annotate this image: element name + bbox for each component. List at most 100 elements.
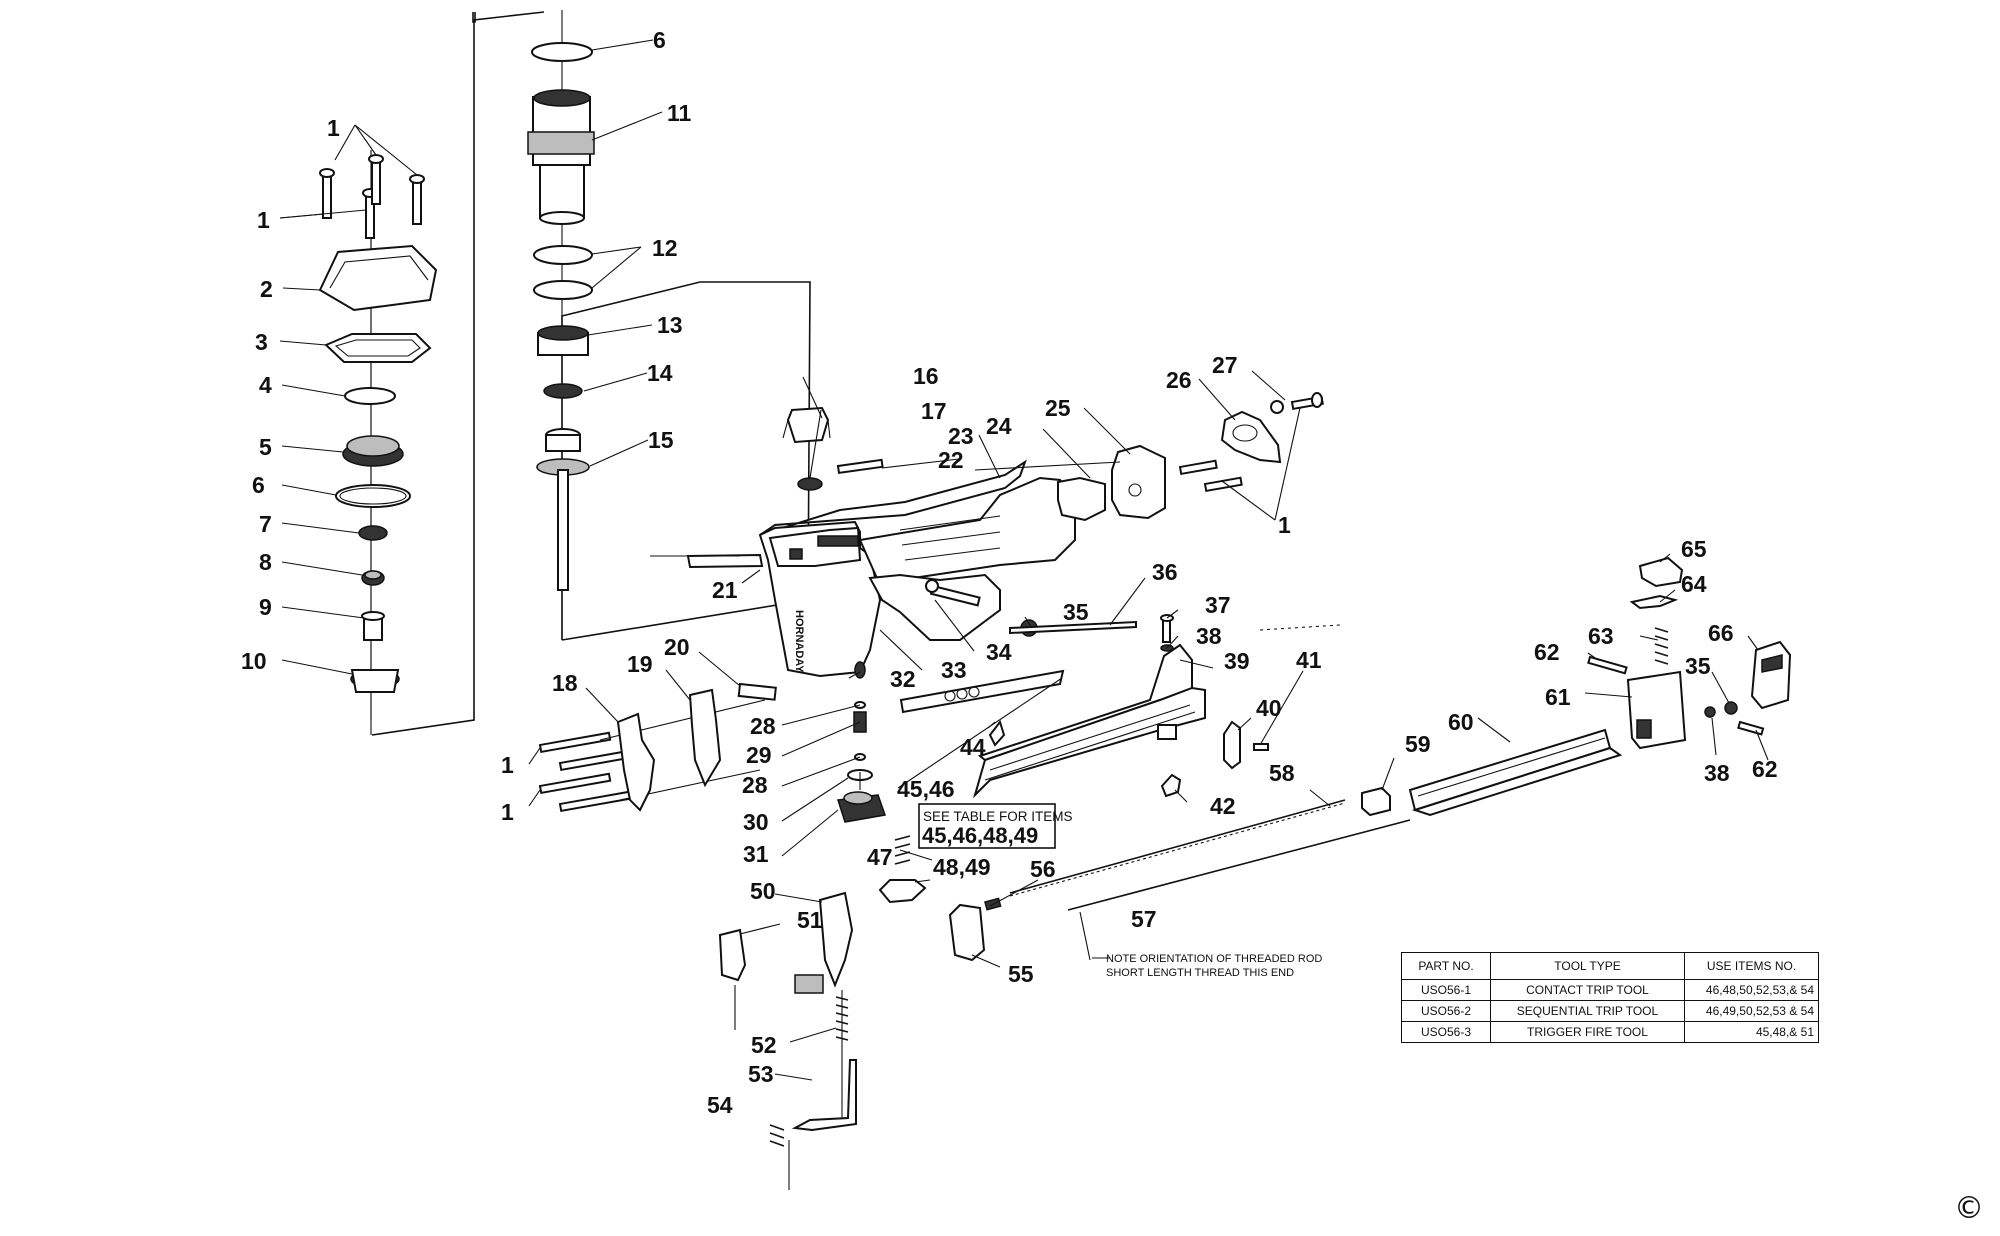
table-cell: SEQUENTIAL TRIP TOOL — [1490, 1000, 1685, 1022]
table-header-use-items: USE ITEMS NO. — [1684, 952, 1819, 980]
trigger-assembly-parts — [538, 661, 927, 1190]
callout-20: 20 — [664, 634, 690, 660]
callout-38: 38 — [1196, 623, 1222, 649]
table-cell: USO56-3 — [1401, 1021, 1491, 1043]
callout-19: 19 — [627, 651, 653, 677]
callout-61: 61 — [1545, 684, 1571, 710]
callout-64: 64 — [1681, 571, 1707, 597]
callout-14: 14 — [647, 360, 673, 386]
callout-12: 12 — [652, 235, 678, 261]
callout-47: 47 — [867, 844, 893, 870]
callout-33: 33 — [941, 657, 967, 683]
callout-1: 1 — [327, 115, 340, 141]
callout-62: 62 — [1534, 639, 1560, 665]
callout-25: 25 — [1045, 395, 1071, 421]
callout-28: 28 — [750, 713, 776, 739]
callout-62: 62 — [1752, 756, 1778, 782]
callout-4: 4 — [259, 372, 272, 398]
table-cell: 45,48,& 51 — [1684, 1021, 1819, 1043]
callout-26: 26 — [1166, 367, 1192, 393]
callout-35: 35 — [1685, 653, 1711, 679]
callout-6: 6 — [653, 27, 666, 53]
callout-1: 1 — [501, 799, 514, 825]
callout-30: 30 — [743, 809, 769, 835]
callout-34: 34 — [986, 639, 1012, 665]
callout-31: 31 — [743, 841, 769, 867]
callout-2: 2 — [260, 276, 273, 302]
callout-56: 56 — [1030, 856, 1056, 882]
callout-3: 3 — [255, 329, 268, 355]
table-header-tool-type: TOOL TYPE — [1490, 952, 1685, 980]
copyright-icon: © — [1954, 1191, 1984, 1226]
callout-27: 27 — [1212, 352, 1238, 378]
callout-36: 36 — [1152, 559, 1178, 585]
callout-1: 1 — [501, 752, 514, 778]
callout-57: 57 — [1131, 906, 1157, 932]
callout-42: 42 — [1210, 793, 1236, 819]
callout-9: 9 — [259, 594, 272, 620]
callout-5: 5 — [259, 434, 272, 460]
table-cell: 46,48,50,52,53,& 54 — [1684, 979, 1819, 1001]
callout-55: 55 — [1008, 961, 1034, 987]
table-header-part-no: PART NO. — [1401, 952, 1491, 980]
callout-10: 10 — [241, 648, 267, 674]
see-table-items: 45,46,48,49 — [922, 823, 1038, 848]
callout-21: 21 — [712, 577, 738, 603]
table-cell: CONTACT TRIP TOOL — [1490, 979, 1685, 1001]
table-cell: 46,49,50,52,53 & 54 — [1684, 1000, 1819, 1022]
callout-1: 1 — [257, 207, 270, 233]
screw-parts — [319, 154, 425, 239]
callout-15: 15 — [648, 427, 674, 453]
callout-58: 58 — [1269, 760, 1295, 786]
callout-66: 66 — [1708, 620, 1734, 646]
callout-32: 32 — [890, 666, 916, 692]
threaded-rod-note: NOTE ORIENTATION OF THREADED ROD SHORT L… — [1106, 953, 1322, 979]
callout-17: 17 — [921, 398, 947, 424]
table-header-row: PART NO. TOOL TYPE USE ITEMS NO. — [1401, 952, 1819, 980]
callout-54: 54 — [707, 1092, 733, 1118]
callout-29: 29 — [746, 742, 772, 768]
table-row: USO56-3 TRIGGER FIRE TOOL 45,48,& 51 — [1401, 1021, 1819, 1043]
callout-65: 65 — [1681, 536, 1707, 562]
callout-13: 13 — [657, 312, 683, 338]
callout-38: 38 — [1704, 760, 1730, 786]
table-cell: USO56-2 — [1401, 1000, 1491, 1022]
callout-50: 50 — [750, 878, 776, 904]
see-table-label: SEE TABLE FOR ITEMS — [923, 809, 1073, 824]
cap-part — [318, 244, 438, 312]
callout-8: 8 — [259, 549, 272, 575]
note-line-2: SHORT LENGTH THREAD THIS END — [1106, 967, 1294, 979]
table-cell: USO56-1 — [1401, 979, 1491, 1001]
callout-16: 16 — [913, 363, 939, 389]
callout-40: 40 — [1256, 695, 1282, 721]
table-cell: TRIGGER FIRE TOOL — [1490, 1021, 1685, 1043]
see-table-box: SEE TABLE FOR ITEMS 45,46,48,49 — [918, 803, 1073, 849]
tool-type-table: PART NO. TOOL TYPE USE ITEMS NO. USO56-1… — [1401, 952, 1819, 1043]
tool-side-text: HORNADAY — [793, 610, 805, 673]
callout-28: 28 — [742, 772, 768, 798]
callout-24: 24 — [986, 413, 1012, 439]
note-line-1: NOTE ORIENTATION OF THREADED ROD — [1106, 953, 1322, 965]
callout-labels: 1 1 2 3 4 5 6 6 7 8 9 10 11 12 13 14 15 … — [241, 27, 1778, 1118]
table-row: USO56-1 CONTACT TRIP TOOL 46,48,50,52,53… — [1401, 979, 1819, 1001]
callout-11: 11 — [667, 100, 692, 126]
callout-48-49: 48,49 — [933, 854, 991, 880]
leader-lines — [279, 39, 1769, 1081]
callout-23: 23 — [948, 423, 974, 449]
callout-52: 52 — [751, 1032, 777, 1058]
callout-35: 35 — [1063, 599, 1089, 625]
callout-45-46: 45,46 — [897, 776, 955, 802]
left-column-parts — [318, 11, 545, 736]
callout-44: 44 — [960, 734, 986, 760]
callout-22: 22 — [938, 447, 964, 473]
callout-37: 37 — [1205, 592, 1231, 618]
callout-53: 53 — [748, 1061, 774, 1087]
tool-body: HORNADAY — [650, 392, 1324, 678]
centre-column-parts — [527, 10, 811, 641]
magazine-parts — [899, 556, 1792, 962]
callout-7: 7 — [259, 511, 272, 537]
table-row: USO56-2 SEQUENTIAL TRIP TOOL 46,49,50,52… — [1401, 1000, 1819, 1022]
callout-51: 51 — [797, 907, 823, 933]
